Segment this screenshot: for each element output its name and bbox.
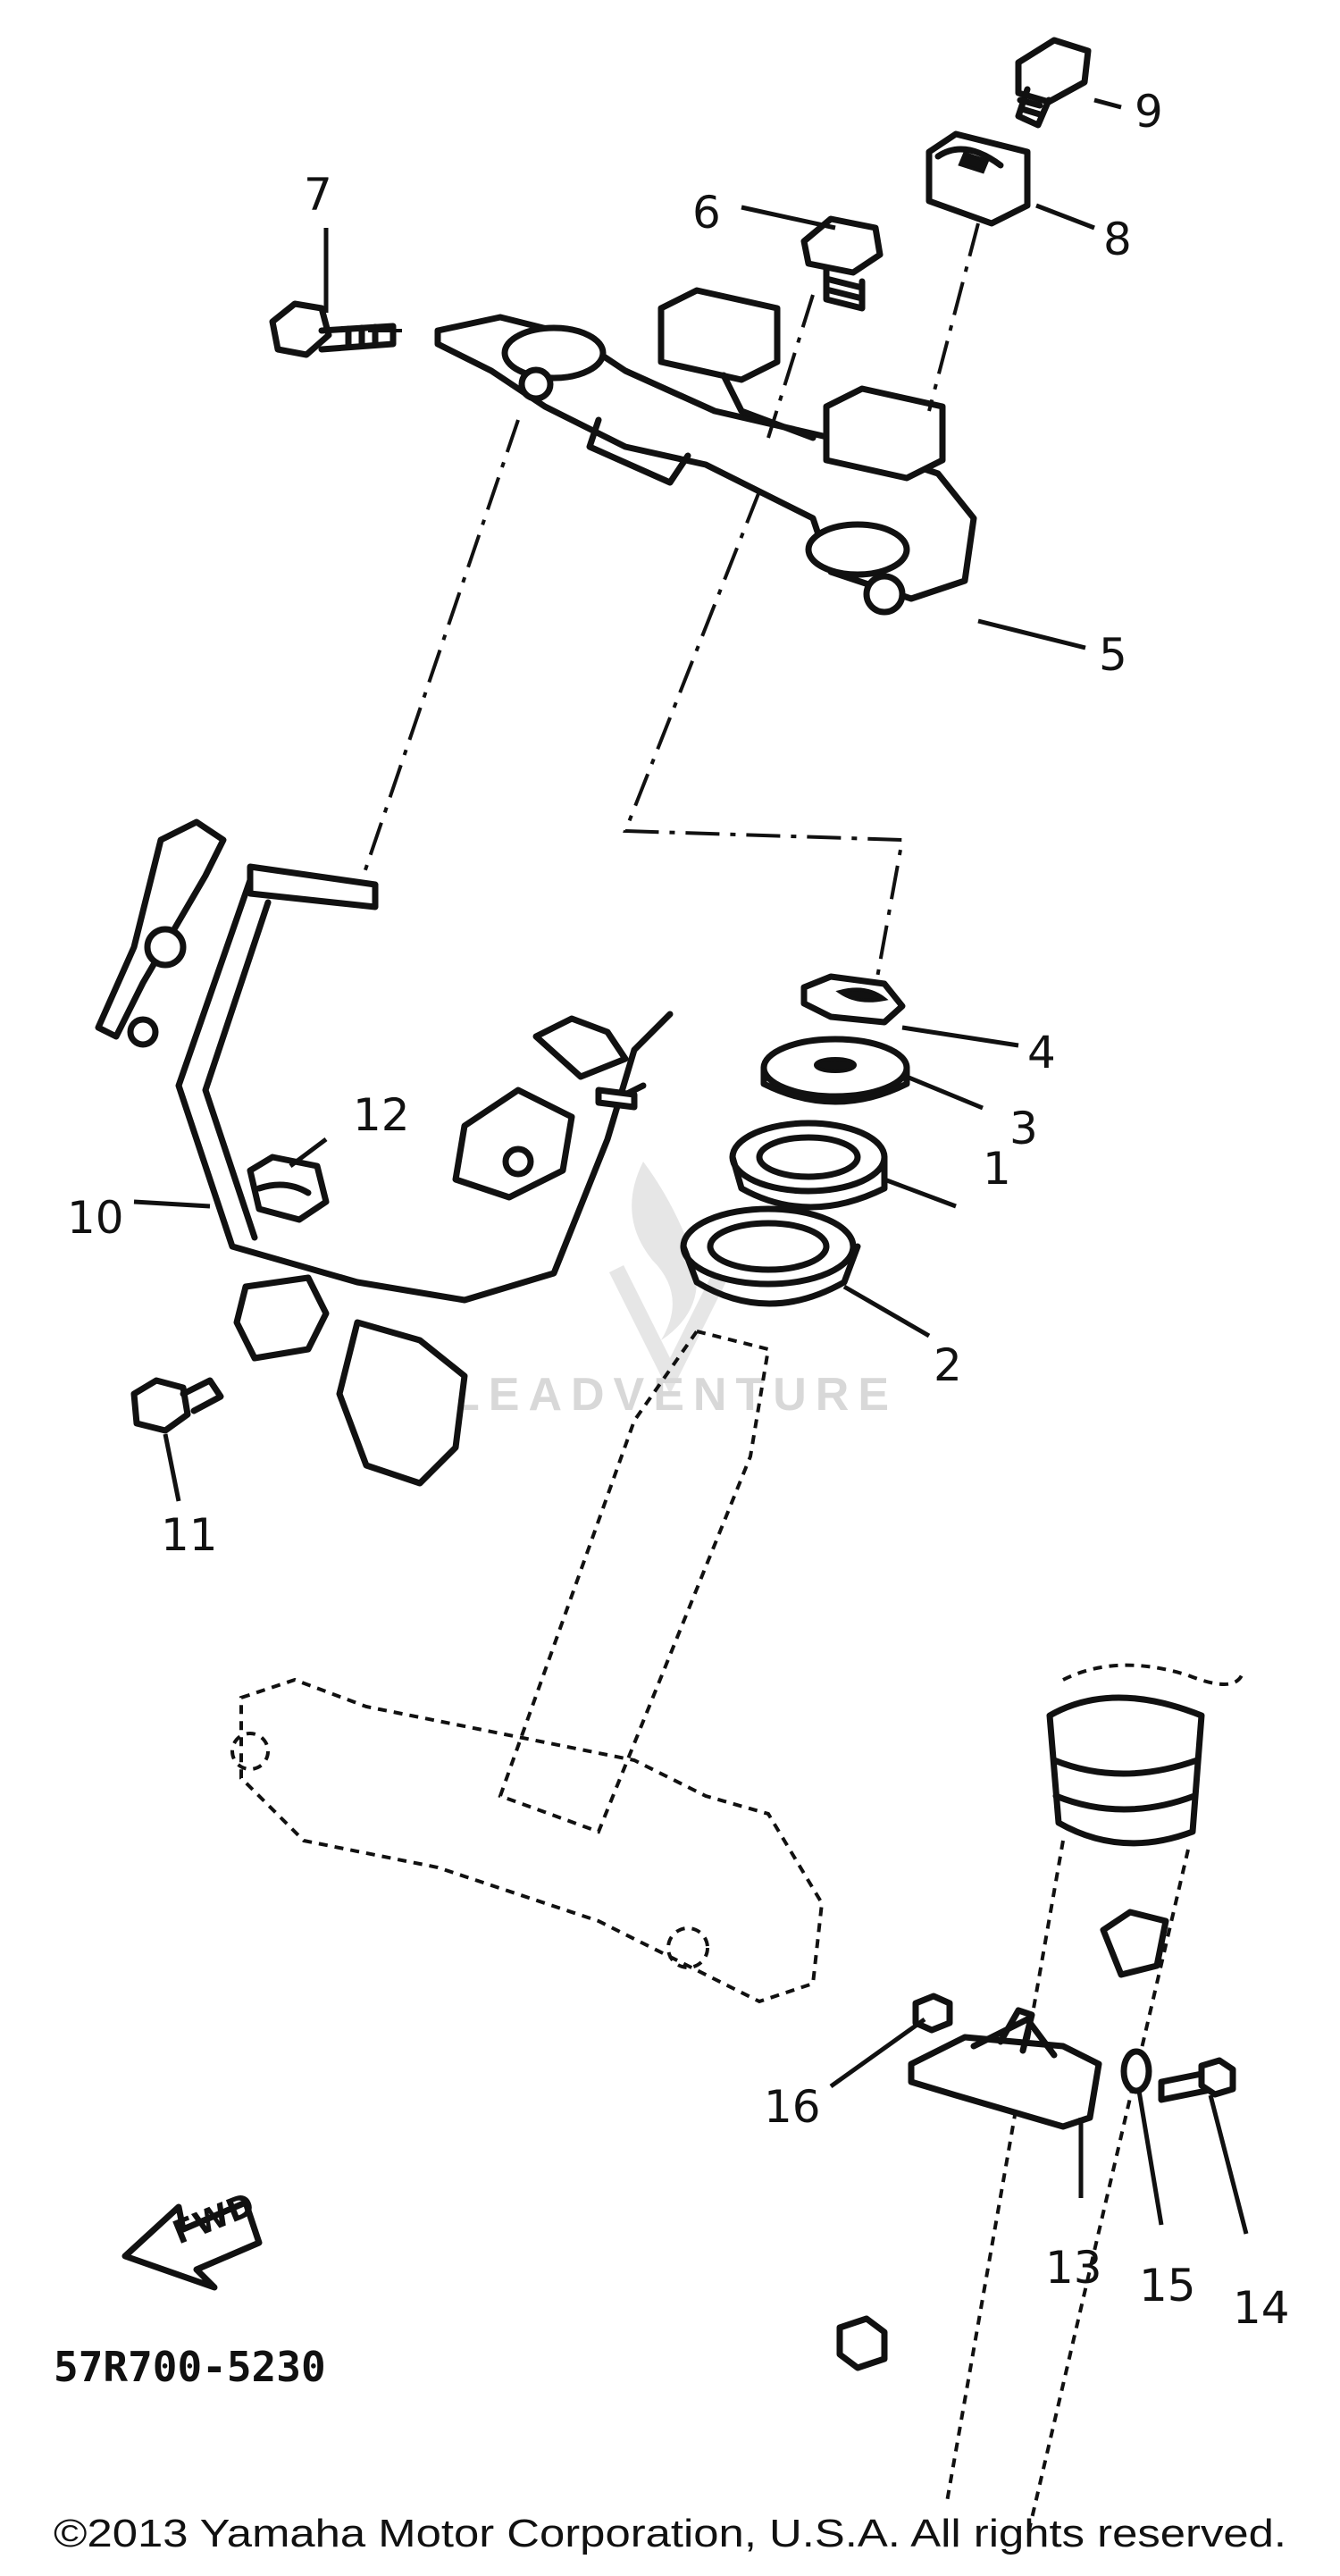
callout-14: 14 bbox=[1233, 2282, 1290, 2334]
upper-bracket-5 bbox=[434, 287, 977, 616]
callout-4: 4 bbox=[1027, 1027, 1056, 1078]
bolt-11 bbox=[130, 1377, 224, 1434]
callout-13: 13 bbox=[1045, 2242, 1102, 2294]
callout-9: 9 bbox=[1135, 86, 1163, 138]
bolt-16 bbox=[912, 1993, 953, 2034]
bearing-cover-3 bbox=[760, 1036, 910, 1105]
headlight-stay-10 bbox=[95, 818, 674, 1487]
damper-12 bbox=[247, 1154, 330, 1223]
watermark: LEADVENTURE bbox=[451, 1162, 898, 1421]
callout-15: 15 bbox=[1139, 2260, 1196, 2312]
fwd-arrow: FWD bbox=[121, 2186, 263, 2291]
bolt-7 bbox=[269, 300, 397, 358]
callout-labels: 1 2 3 4 5 6 7 8 9 10 11 12 13 14 15 16 bbox=[67, 86, 1290, 2334]
callout-11: 11 bbox=[161, 1509, 218, 1561]
bolt-14 bbox=[1158, 2057, 1236, 2103]
ball-race-bearing-1 bbox=[729, 1120, 888, 1211]
seal-2 bbox=[680, 1205, 861, 1307]
callout-12: 12 bbox=[353, 1089, 410, 1141]
nut-6 bbox=[800, 215, 884, 312]
callout-2: 2 bbox=[934, 1339, 962, 1391]
callout-8: 8 bbox=[1103, 214, 1132, 265]
leader-lines bbox=[133, 97, 1249, 2235]
callout-3: 3 bbox=[1009, 1103, 1038, 1154]
copyright-notice: ©2013 Yamaha Motor Corporation, U.S.A. A… bbox=[54, 2512, 1286, 2555]
callout-10: 10 bbox=[67, 1192, 124, 1244]
ring-nut-4 bbox=[800, 973, 906, 1026]
washer-15 bbox=[1120, 2048, 1152, 2094]
fork-tube bbox=[836, 1663, 1244, 2538]
diagram-code: 57R700-5230 bbox=[54, 2343, 326, 2391]
watermark-text: LEADVENTURE bbox=[451, 1369, 898, 1421]
assembly-guide-lines bbox=[356, 222, 980, 988]
callout-6: 6 bbox=[692, 187, 721, 239]
handlebar-holder-cap-8 bbox=[925, 130, 1031, 227]
callout-5: 5 bbox=[1099, 629, 1127, 681]
callout-1: 1 bbox=[983, 1143, 1011, 1195]
bolt-9 bbox=[1015, 37, 1092, 129]
steering-stem-under-bracket bbox=[230, 1329, 825, 2004]
cable-guide-13 bbox=[908, 2007, 1102, 2130]
callout-16: 16 bbox=[764, 2081, 821, 2133]
callout-7: 7 bbox=[304, 169, 332, 221]
